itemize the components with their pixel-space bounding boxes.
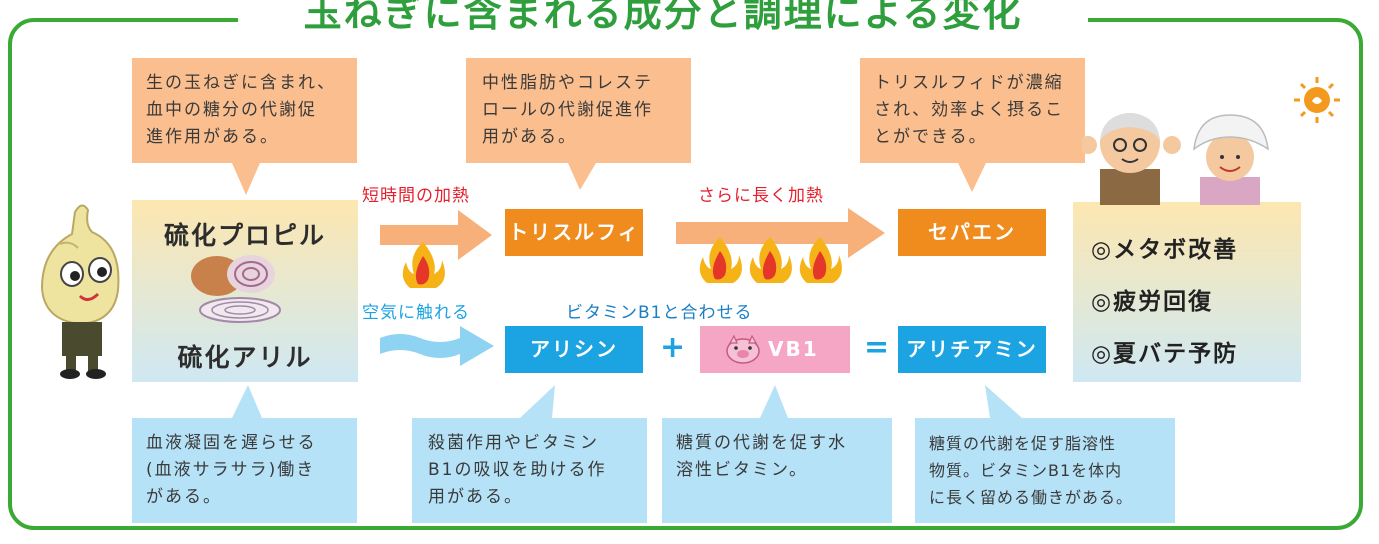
bubble-line: 物質。ビタミンB1を体内: [929, 461, 1123, 480]
effects-box: ◎メタボ改善 ◎疲労回復 ◎夏バテ予防: [1073, 202, 1301, 382]
bubble-allithiamine: 糖質の代謝を促す脂溶性 物質。ビタミンB1を体内 に長く留める働きがある。: [915, 418, 1175, 523]
effect-summer: ◎夏バテ予防: [1091, 341, 1239, 367]
effect-fatigue: ◎疲労回復: [1091, 289, 1214, 315]
bubble-line: 殺菌作用やビタミン: [428, 433, 599, 453]
bubble-line: 溶性ビタミン。: [676, 460, 808, 480]
bubble-vb1: 糖質の代謝を促す水 溶性ビタミン。: [662, 418, 892, 523]
bubble-line: 進作用がある。: [146, 127, 279, 147]
bubble-allyl-sulfide: 血液凝固を遅らせる (血液サラサラ)働き がある。: [132, 418, 357, 523]
arrow-air: [380, 326, 494, 366]
elderly-couple-icon: [1082, 113, 1269, 205]
bubble-line: され、効率よく摂るこ: [874, 100, 1065, 120]
page-title: 玉ねぎに含まれる成分と調理による変化: [303, 0, 1023, 35]
plus-operator: +: [660, 330, 686, 365]
bubble-line: がある。: [146, 487, 222, 507]
bubble-line: ロールの代謝促進作: [482, 100, 653, 120]
bubble-line: 血中の糖分の代謝促: [146, 100, 317, 120]
bubble-line: (血液サラサラ)働き: [146, 460, 316, 480]
tag-vb1-label: VB1: [768, 337, 819, 361]
bubble-line: 中性脂肪やコレステ: [482, 73, 653, 93]
flame-icon: [749, 237, 792, 283]
bubble-line: B1の吸収を助ける作: [428, 460, 607, 480]
bubble-line: 血液凝固を遅らせる: [146, 433, 317, 453]
tag-allithiamine: アリチアミン: [898, 326, 1046, 373]
flame-icon: [699, 237, 742, 283]
effect-metabo: ◎メタボ改善: [1091, 237, 1239, 263]
bubble-line: 生の玉ねぎに含まれ、: [146, 73, 337, 93]
tag-vb1: VB1: [700, 326, 850, 373]
bubble-line: 糖質の代謝を促す水: [676, 433, 847, 453]
label-air: 空気に触れる: [362, 303, 470, 323]
flame-icon: [402, 242, 445, 288]
arrow-short-heat: [380, 210, 492, 260]
component-propyl-sulfide: 硫化プロピル: [163, 221, 326, 250]
sun-icon: [1294, 77, 1340, 123]
tag-cepaene: セパエン: [898, 209, 1046, 256]
label-combine: ビタミンB1と合わせる: [566, 303, 753, 323]
tag-trisulfide: トリスルフィド: [505, 209, 643, 291]
bubble-cepaene: トリスルフィドが濃縮 され、効率よく摂るこ とができる。: [860, 58, 1085, 163]
arrow-long-heat: [676, 208, 885, 258]
bubble-line: に長く留める働きがある。: [929, 488, 1134, 507]
bubble-line: とができる。: [874, 127, 988, 147]
flame-icon: [799, 237, 842, 283]
label-short-heat: 短時間の加熱: [362, 186, 470, 206]
bubble-line: トリスルフィドが濃縮: [874, 73, 1064, 93]
bubble-propyl-sulfide: 生の玉ねぎに含まれ、 血中の糖分の代謝促 進作用がある。: [132, 58, 357, 163]
title-background: [238, 0, 1088, 40]
equals-operator: =: [864, 330, 890, 365]
bubble-allicin: 殺菌作用やビタミン B1の吸収を助ける作 用がある。: [412, 418, 647, 523]
label-long-heat: さらに長く加熱: [698, 186, 824, 206]
pig-icon: [726, 335, 760, 364]
bubble-line: 用がある。: [482, 127, 577, 147]
bubble-line: 糖質の代謝を促す脂溶性: [929, 434, 1117, 453]
bubble-line: 用がある。: [428, 487, 523, 507]
tag-allicin: アリシン: [505, 326, 643, 373]
bubble-trisulfide: 中性脂肪やコレステ ロールの代謝促進作 用がある。: [466, 58, 691, 163]
onion-character-icon: [40, 204, 120, 379]
sliced-onion-icon: [191, 255, 281, 323]
component-allyl-sulfide: 硫化アリル: [177, 343, 313, 372]
